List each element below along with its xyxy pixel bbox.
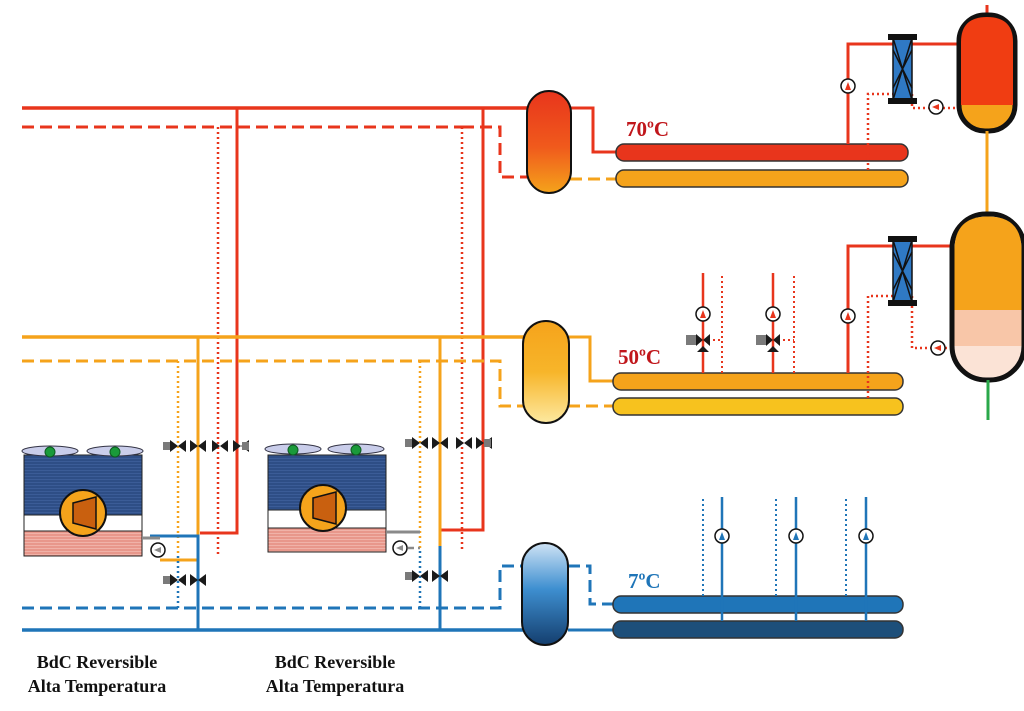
hot-tank-out	[570, 106, 620, 154]
plate-heat-exchanger-icon	[888, 34, 917, 104]
warm-return-header	[612, 397, 904, 416]
heat-pump-2	[264, 443, 420, 553]
heat-pump-1-caption: BdC Reversible Alta Temperatura	[0, 650, 217, 698]
circulation-pump-icon	[714, 528, 730, 544]
caption-line-1: BdC Reversible	[36, 652, 158, 672]
circulation-pump-icon	[858, 528, 874, 544]
circulation-pump-icon	[150, 542, 166, 558]
cold-return-header	[612, 620, 904, 639]
temp-label-low: 7ºC	[628, 569, 661, 593]
plate-heat-exchanger-icon	[888, 236, 917, 306]
warm-return-main	[22, 359, 528, 408]
compressor-icon	[59, 489, 107, 537]
circulation-pump-icon	[930, 340, 946, 356]
pumps	[150, 78, 946, 558]
compressor-icon	[299, 484, 347, 532]
circulation-pump-icon	[788, 528, 804, 544]
hot-supply-drop-hp2	[440, 108, 485, 532]
heat-pump-2-caption: BdC Reversible Alta Temperatura	[215, 650, 455, 698]
warm-supply-header	[612, 372, 904, 391]
hot-exchanger-supply	[846, 42, 893, 144]
check-valve-icon	[190, 574, 206, 586]
warm-buffer-tank	[522, 320, 570, 424]
circulation-pump-icon	[695, 306, 711, 322]
circulation-pump-icon	[392, 540, 408, 556]
caption-line-2: Alta Temperatura	[265, 676, 405, 696]
three-way-valve-icon	[756, 334, 780, 352]
caption-line-2: Alta Temperatura	[27, 676, 167, 696]
temp-label-high: 70ºC	[626, 117, 669, 141]
cold-tank-out	[568, 564, 616, 606]
hot-supply-header	[615, 143, 909, 162]
cold-supply-header	[612, 595, 904, 614]
cold-return-main	[22, 564, 526, 610]
warm-circuit	[22, 211, 1024, 562]
fan-icon	[21, 445, 144, 458]
warm-tank-out	[568, 335, 616, 383]
hot-circuit	[22, 5, 1018, 555]
check-valve-icon	[405, 437, 428, 449]
fan-icon	[264, 443, 385, 456]
hot-tank-return	[462, 125, 530, 179]
circulation-pump-icon	[840, 308, 856, 324]
warm-exchanger-return	[866, 294, 893, 398]
circulation-pump-icon	[840, 78, 856, 94]
dhw-hot-return	[910, 94, 960, 110]
circulation-pump-icon	[765, 306, 781, 322]
check-valve-icon	[163, 574, 186, 586]
check-valve-icon	[163, 440, 186, 452]
check-valve-icon	[456, 437, 472, 449]
warm-exchanger-supply	[846, 244, 893, 373]
check-valve-icon	[233, 440, 249, 452]
check-valve-icon	[476, 437, 492, 449]
check-valves	[163, 437, 492, 586]
check-valve-icon	[432, 437, 448, 449]
caption-line-1: BdC Reversible	[274, 652, 396, 672]
cold-circuit	[22, 497, 904, 646]
hot-return-header	[615, 169, 909, 188]
check-valve-icon	[432, 570, 448, 582]
dhw-preheat-return	[910, 296, 955, 350]
three-way-valves	[686, 334, 780, 352]
circulation-pump-icon	[928, 99, 944, 115]
temp-label-mid: 50ºC	[618, 345, 661, 369]
check-valve-icon	[212, 440, 228, 452]
three-way-valve-icon	[686, 334, 710, 352]
hot-supply-drop-hp1	[200, 108, 239, 535]
hot-buffer-tank	[526, 90, 572, 194]
check-valve-icon	[190, 440, 206, 452]
cold-buffer-tank	[521, 542, 569, 646]
heat-pump-1	[21, 445, 160, 557]
hot-exchanger-return	[866, 92, 893, 170]
check-valve-icon	[405, 570, 428, 582]
cold-supply-drop-hp1	[150, 534, 200, 630]
